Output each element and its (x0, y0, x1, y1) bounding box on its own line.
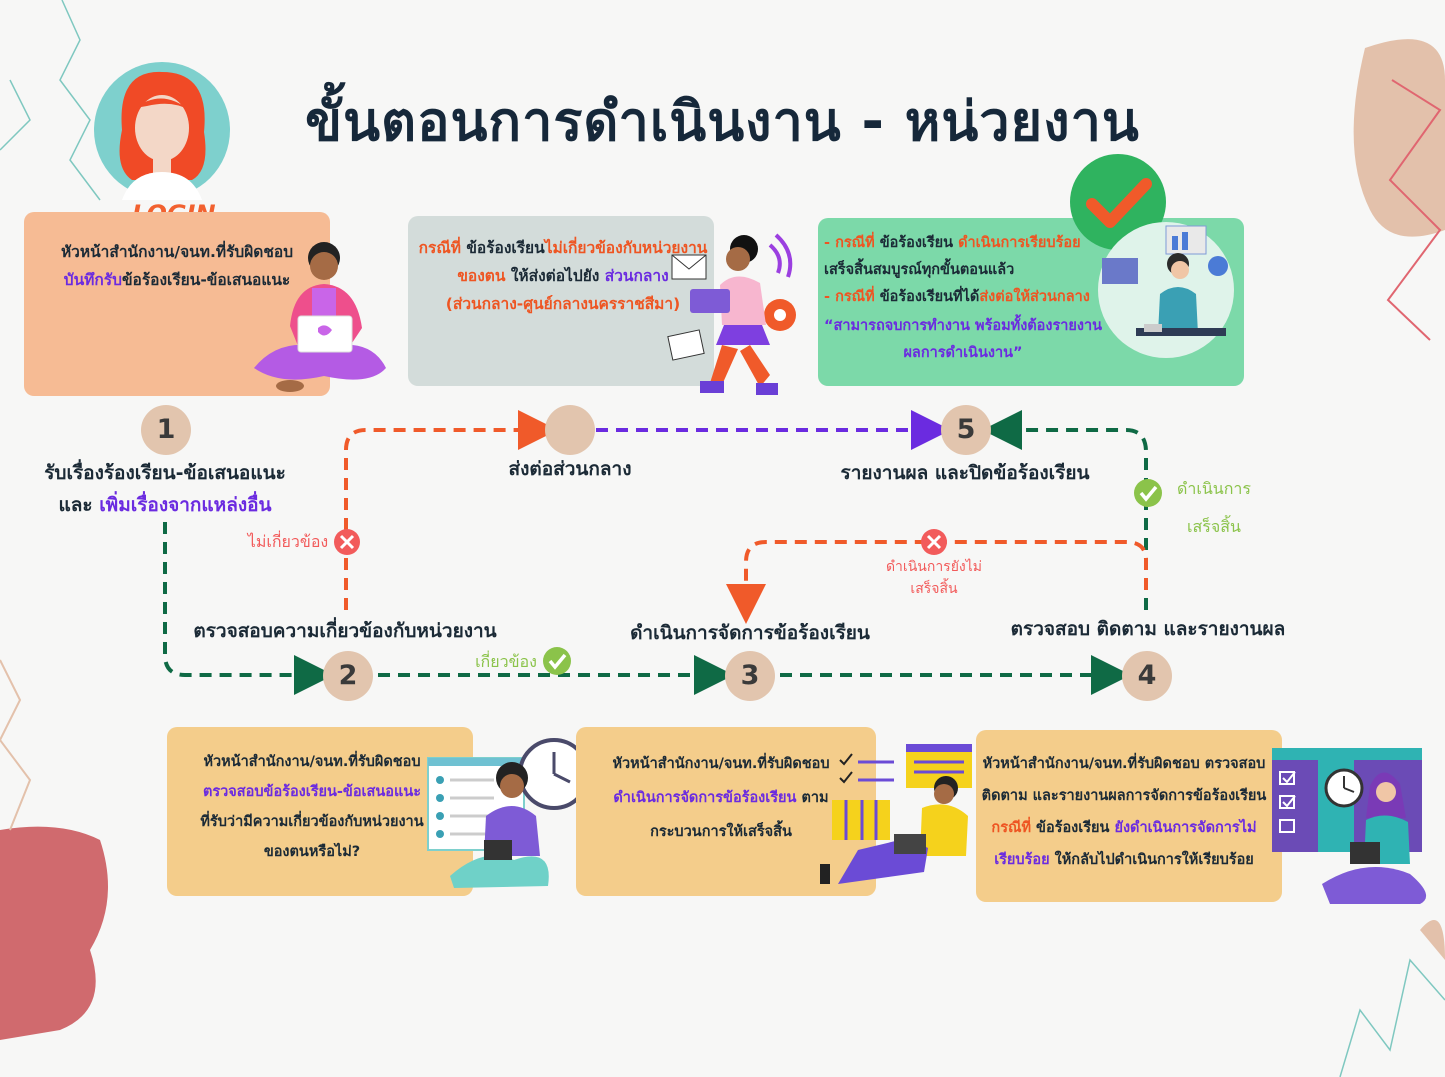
person-laptop-illustration (254, 242, 386, 392)
teal-squiggle-left (59, 0, 101, 201)
check-circle-icon (543, 647, 571, 675)
box-check-relevance: หัวหน้าสำนักงาน/จนท.ที่รับผิดชอบ ตรวจสอบ… (167, 727, 473, 896)
cross-icon (334, 529, 360, 555)
step-forward-label: ส่งต่อส่วนกลาง (508, 458, 632, 480)
b4-l2: ติดตาม และรายงานผลการจัดการข้อร้องเรียน (981, 788, 1267, 804)
step-1-and: และ (58, 494, 100, 516)
b4-l3c: ยังดำเนินการจัดการไม่ (1114, 820, 1257, 836)
step-1-label: รับเรื่องร้องเรียน-ข้อเสนอแนะ (44, 462, 286, 484)
b3-l2a: ดำเนินการจัดการข้อร้องเรียน (613, 790, 797, 806)
person-working-laptop-illustration (820, 744, 972, 884)
step-1-label-line2: และ เพิ่มเรื่องจากแหล่งอื่น (40, 490, 290, 520)
note-not-done-l1: ดำเนินการยังไม่ (885, 559, 983, 575)
b4-l3a: กรณีที่ (991, 820, 1031, 836)
step-4-circle: 4 (1122, 651, 1172, 701)
person-running-illustration (667, 233, 796, 395)
arrow-not-related (344, 410, 558, 610)
note-not-done: ดำเนินการยังไม่เสร็จสิ้น (864, 556, 1004, 600)
right-l5: ผลการดำเนินงาน” (903, 345, 1023, 361)
b3-l3: กระบวนการให้เสร็จสิ้น (650, 824, 792, 840)
right-l4: “สามารถจบการทำงาน พร้อมทั้งต้องรายงาน (823, 318, 1103, 334)
person-checklist-clock-illustration (427, 738, 590, 888)
person-schedule-board-illustration (1272, 748, 1427, 904)
box1-line1: หัวหน้าสำนักงาน/จนท.ที่รับผิดชอบ (60, 243, 294, 261)
user-avatar (94, 62, 230, 200)
right-l2: เสร็จสิ้นสมบูรณ์ทุกขั้นตอนแล้ว (824, 262, 1015, 278)
b3-l2b: ตาม (796, 790, 829, 806)
step-1-circle: 1 (141, 405, 191, 455)
mid-l1b: ข้อร้องเรียน (460, 239, 545, 257)
b4-l4b: ให้กลับไปดำเนินการให้เรียบร้อย (1049, 852, 1254, 868)
b2-l3: ที่รับว่ามีความเกี่ยวข้องกับหน่วยงาน (200, 814, 424, 830)
beige-blob-right (1353, 39, 1445, 237)
mid-l1c: ไม่เกี่ยวข้องกับหน่วยงาน (544, 239, 708, 257)
note-done-l2: เสร็จสิ้น (1187, 517, 1241, 536)
check-circle-icon (1134, 479, 1162, 507)
step-forward-circle (545, 405, 595, 455)
b2-l1: หัวหน้าสำนักงาน/จนท.ที่รับผิดชอบ (203, 754, 421, 770)
step-4-label: ตรวจสอบ ติดตาม และรายงานผล (1010, 618, 1286, 640)
red-blob-left (0, 826, 108, 1040)
mid-l3: (ส่วนกลาง-ศูนย์กลางนครราชสีมา) (445, 295, 681, 313)
step-1-other-sources: เพิ่มเรื่องจากแหล่งอื่น (99, 494, 272, 516)
teal-squiggle-right (1339, 958, 1445, 1077)
b4-l1: หัวหน้าสำนักงาน/จนท.ที่รับผิดชอบ ตรวจสอบ (982, 756, 1266, 772)
b2-l4: ของตนหรือไม่? (263, 844, 361, 860)
arrow-done-to-5 (982, 410, 1148, 610)
ceo-desk-illustration (1098, 222, 1234, 358)
step-5-circle: 5 (941, 405, 991, 455)
note-not-done-l2: เสร็จสิ้น (910, 581, 958, 597)
box-forward-central: กรณีที่ ข้อร้องเรียนไม่เกี่ยวข้องกับหน่ว… (408, 216, 714, 386)
right-l3c: ส่งต่อให้ส่วนกลาง (979, 289, 1090, 305)
step-2-circle: 2 (323, 651, 373, 701)
red-squiggle-right (1386, 79, 1442, 341)
b4-l4a: เรียบร้อย (994, 852, 1050, 868)
note-related: เกี่ยวข้อง (475, 652, 537, 671)
note-not-related: ไม่เกี่ยวข้อง (247, 532, 329, 551)
cross-icon (921, 529, 947, 555)
page-title: ขั้นตอนการดำเนินงาน - หน่วยงาน (305, 90, 1140, 153)
right-l1b: ข้อร้องเรียน (874, 235, 959, 251)
right-l3a: - กรณีที่ (824, 289, 875, 305)
step-3-label: ดำเนินการจัดการข้อร้องเรียน (630, 622, 870, 644)
step-2-label: ตรวจสอบความเกี่ยวข้องกับหน่วยงาน (193, 620, 497, 642)
right-l3b: ข้อร้องเรียนที่ได้ (874, 289, 980, 305)
step-3-circle: 3 (725, 651, 775, 701)
b3-l1: หัวหน้าสำนักงาน/จนท.ที่รับผิดชอบ (612, 756, 830, 772)
mid-l1a: กรณีที่ (418, 239, 461, 257)
box-follow-up-report: หัวหน้าสำนักงาน/จนท.ที่รับผิดชอบ ตรวจสอบ… (976, 730, 1282, 902)
right-l1c: ดำเนินการเรียบร้อย (958, 235, 1081, 251)
arrow-1-to-2 (163, 522, 334, 695)
mid-l2a: ของตน (457, 267, 506, 285)
box1-line2b: ข้อร้องเรียน-ข้อเสนอแนะ (121, 271, 291, 289)
box1-line2a: บันทึกรับ (63, 271, 122, 289)
step-5-label: รายงานผล และปิดข้อร้องเรียน (840, 462, 1090, 484)
note-done: ดำเนินการเสร็จสิ้น (1166, 470, 1262, 546)
green-checkmark-icon (1070, 154, 1166, 250)
b2-l2: ตรวจสอบข้อร้องเรียน-ข้อเสนอแนะ (202, 784, 422, 800)
b4-l3b: ข้อร้องเรียน (1031, 820, 1115, 836)
note-done-l1: ดำเนินการ (1177, 479, 1251, 498)
right-l1a: - กรณีที่ (824, 235, 875, 251)
mid-l2c: ส่วนกลาง (604, 267, 669, 285)
mid-l2b: ให้ส่งต่อไปยัง (505, 267, 605, 285)
